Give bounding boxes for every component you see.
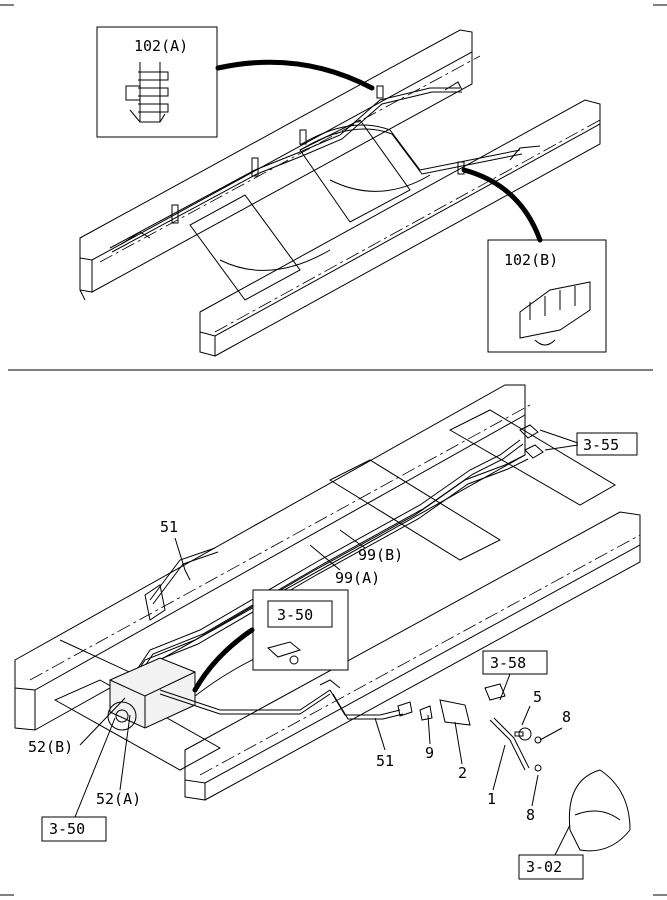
ref-3-50-inset: 3-50: [277, 606, 313, 624]
svg-text:3-58: 3-58: [490, 654, 526, 672]
ref-box-3-58: 3-58: [482, 650, 548, 701]
ref-box-3-55: 3-55: [539, 429, 638, 456]
callout-1: 1: [487, 790, 496, 808]
callout-51-top: 51: [160, 518, 178, 536]
callout-5: 5: [533, 688, 542, 706]
callout-2: 2: [458, 764, 467, 782]
inset-102a: 102(A): [96, 26, 375, 138]
fitting-icon: [266, 641, 302, 665]
svg-text:3-02: 3-02: [526, 858, 562, 876]
callout-99b: 99(B): [358, 546, 403, 564]
inset-350: 3-50: [192, 589, 349, 693]
callout-51-bottom: 51: [376, 752, 394, 770]
callout-9: 9: [425, 744, 434, 762]
callout-8-bottom: 8: [526, 806, 535, 824]
inset-102b: 102(B): [461, 167, 607, 353]
callouts: 51 99(B) 99(A) 52(B) 52(A) 51 9 2 1 5 8 …: [28, 518, 571, 824]
callout-52a: 52(A): [96, 790, 141, 808]
callout-99a: 99(A): [335, 569, 380, 587]
corner-marks: [0, 4, 667, 896]
svg-text:3-55: 3-55: [583, 436, 619, 454]
bottom-frame-drawing: [14, 384, 641, 852]
ref-box-3-50: 3-50: [41, 717, 116, 842]
callout-52b: 52(B): [28, 738, 73, 756]
clip-b-icon: [519, 281, 591, 346]
inset-102b-label: 102(B): [504, 251, 558, 269]
ref-box-3-02: 3-02: [518, 824, 584, 880]
callout-8-top: 8: [562, 708, 571, 726]
hardware: [397, 683, 542, 772]
svg-text:3-50: 3-50: [49, 820, 85, 838]
top-frame-drawing: [79, 29, 601, 357]
clip-a-icon: [125, 62, 169, 123]
inset-102a-label: 102(A): [134, 37, 188, 55]
